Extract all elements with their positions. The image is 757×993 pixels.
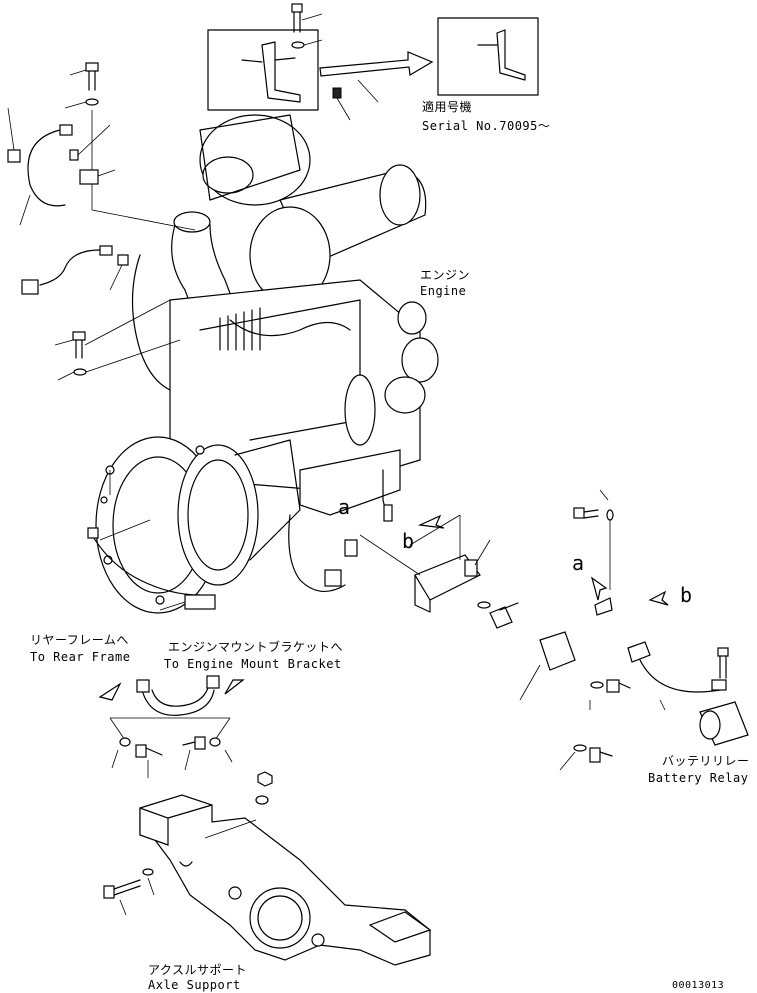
- bolt-left-1: [64, 62, 196, 231]
- rear-frame-label-en: To Rear Frame: [30, 650, 131, 664]
- ground-strap: [98, 675, 245, 741]
- relay-bracket: [359, 514, 491, 613]
- engine-assembly: [95, 114, 439, 614]
- sensor-harness-upper: [7, 107, 73, 226]
- axle-support-label-ja: アクスルサポート: [148, 963, 248, 977]
- battery-relay-label-ja: バッテリリレー: [662, 754, 750, 768]
- bolt-left-2: [54, 299, 181, 381]
- ref-a-lower: a: [572, 551, 585, 575]
- mount-bracket-label-ja: エンジンマウントブラケットへ: [168, 640, 344, 654]
- ref-b-lower: b: [680, 583, 693, 607]
- ground-cable: [87, 254, 216, 611]
- serial-label-en: Serial No.70095～: [422, 119, 551, 133]
- serial-label-ja: 適用号機: [422, 100, 473, 114]
- ref-b-upper: b: [402, 529, 415, 553]
- battery-relay-label-en: Battery Relay: [648, 771, 749, 785]
- direction-arrow: [319, 51, 434, 77]
- ref-a-upper: a: [338, 495, 351, 519]
- harness-right: [288, 469, 393, 592]
- bolt-bracket: [477, 601, 519, 629]
- relay-assembly-right: [519, 597, 727, 711]
- ref-arrows: [417, 514, 669, 606]
- serial-detail-box: [437, 17, 539, 96]
- clip-part: [332, 79, 379, 121]
- axle-bolts: [103, 771, 273, 916]
- axle-support-label-en: Axle Support: [148, 978, 241, 992]
- axle-support: [139, 794, 432, 966]
- bolt-right-lower: [559, 679, 631, 771]
- bolt-right-upper: [573, 489, 614, 590]
- strap-bolts: [111, 736, 233, 778]
- sensor-harness-middle: [21, 245, 129, 295]
- clamp-left: [69, 124, 116, 185]
- mount-bracket-label-en: To Engine Mount Bracket: [164, 657, 342, 671]
- rear-frame-label-ja: リヤーフレームへ: [30, 633, 129, 647]
- engine-label-ja: エンジン: [420, 268, 471, 282]
- bolt-top: [291, 3, 323, 49]
- bracket-detail-box: [207, 29, 319, 111]
- drawing-number: 00013013: [672, 980, 725, 991]
- engine-label-en: Engine: [420, 284, 467, 298]
- battery-relay: [699, 647, 749, 746]
